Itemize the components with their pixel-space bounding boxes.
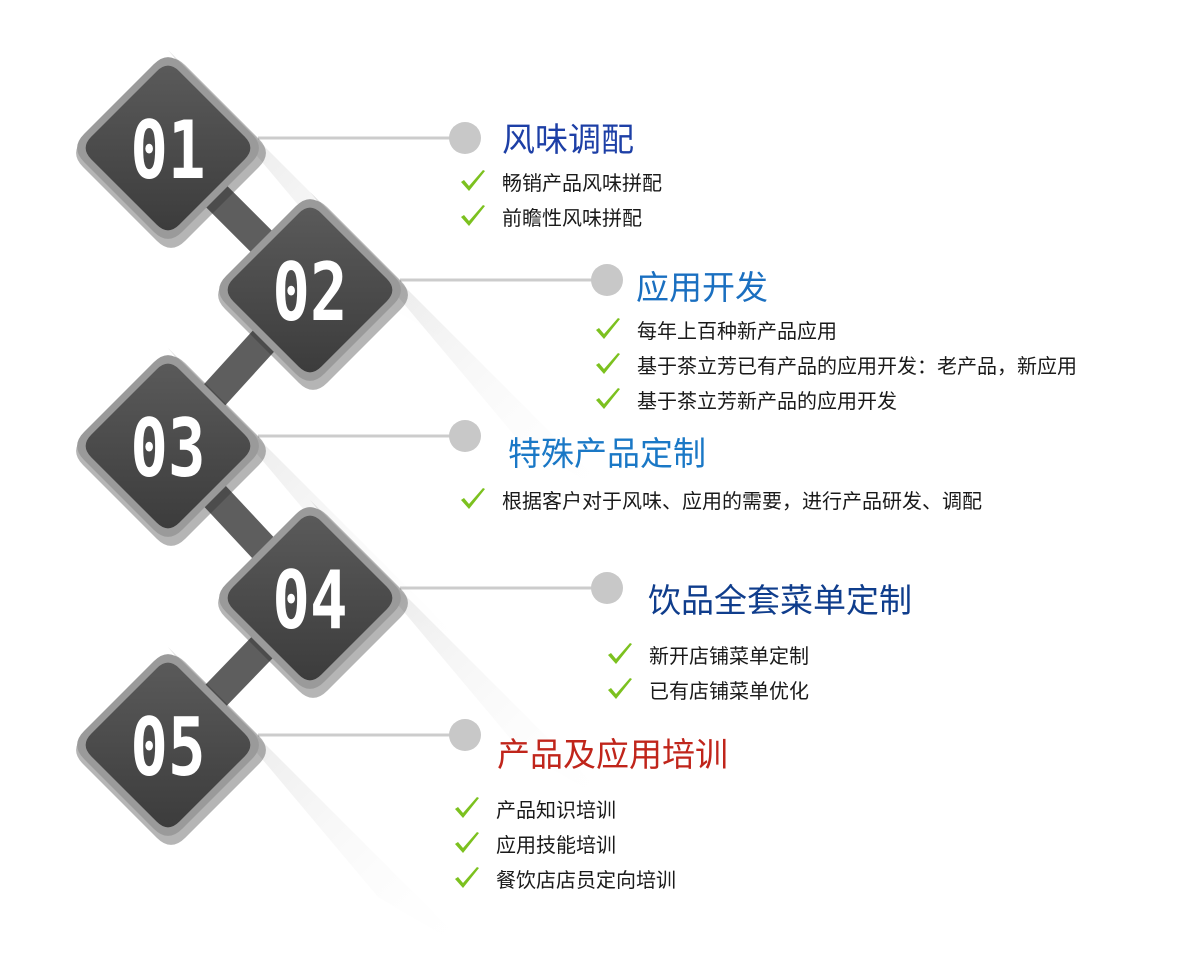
bullet-text: 基于茶立芳已有产品的应用开发：老产品，新应用 [637, 354, 1077, 378]
step-badge-2: 02 [218, 199, 408, 390]
bullet-text: 餐饮店店员定向培训 [496, 868, 676, 892]
badge-shadow-3 [168, 348, 476, 656]
bullet-text: 应用技能培训 [496, 833, 616, 857]
step-badge-1: 01 [76, 57, 266, 248]
step-title-5: 产品及应用培训 [497, 735, 728, 774]
bullet-text: 根据客户对于风味、应用的需要，进行产品研发、调配 [502, 489, 982, 513]
bullet-text: 已有店铺菜单优化 [649, 679, 809, 703]
step-badge-4: 04 [218, 507, 408, 698]
check-icon [596, 318, 620, 339]
bullet-text: 新开店铺菜单定制 [649, 644, 809, 668]
bullet-text: 前瞻性风味拼配 [502, 206, 642, 230]
leader-dot-4 [591, 572, 623, 604]
check-icon [461, 170, 485, 191]
check-icon [455, 867, 479, 888]
bullet-text: 产品知识培训 [496, 798, 616, 822]
check-icon [455, 797, 479, 818]
check-icon [461, 488, 485, 509]
step-title-4: 饮品全套菜单定制 [648, 581, 912, 620]
bullet-text: 每年上百种新产品应用 [637, 319, 837, 343]
step-number: 05 [130, 700, 205, 794]
step-number: 02 [272, 245, 347, 339]
step-title-3: 特殊产品定制 [508, 434, 706, 473]
bullet-text: 畅销产品风味拼配 [502, 171, 662, 195]
step-number: 04 [272, 553, 347, 647]
leader-dot-5 [449, 719, 481, 751]
step-badge-3: 03 [76, 355, 266, 546]
step-badge-5: 05 [76, 654, 266, 845]
check-icon [608, 678, 632, 699]
step-number: 03 [130, 401, 205, 495]
check-icon [596, 388, 620, 409]
bullet-text: 基于茶立芳新产品的应用开发 [637, 389, 897, 413]
check-icon [455, 832, 479, 853]
check-icon [461, 205, 485, 226]
leader-dot-1 [449, 122, 481, 154]
step-title-2: 应用开发 [636, 268, 768, 307]
step-number: 01 [130, 103, 205, 197]
step-title-1: 风味调配 [502, 120, 634, 159]
leader-dot-3 [449, 420, 481, 452]
check-icon [596, 353, 620, 374]
leader-dot-2 [591, 264, 623, 296]
check-icon [608, 643, 632, 664]
